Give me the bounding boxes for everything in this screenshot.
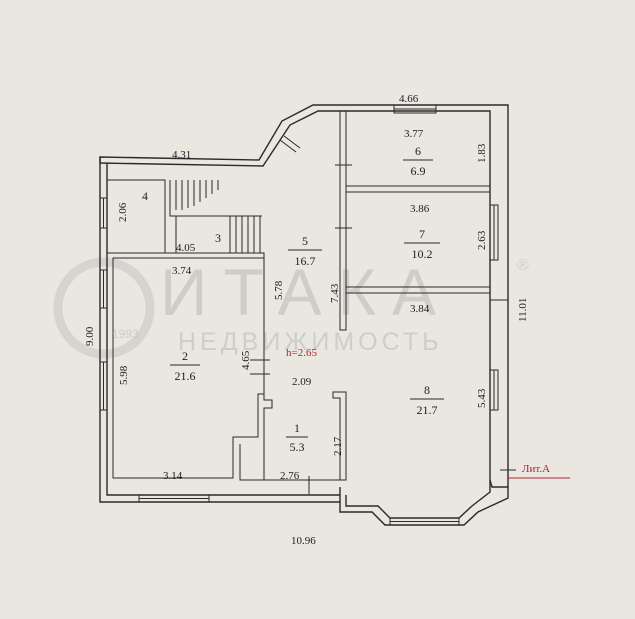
room-4-number: 4: [142, 189, 148, 203]
room-8-area: 21.7: [417, 403, 438, 417]
watermark: 1993 ИТАКА ® НЕДВИЖИМОСТЬ: [53, 255, 529, 359]
room-labels: 1 5.3 2 21.6 3 4 5 16.7 6 6.9 7 10.2 8 2…: [142, 144, 444, 454]
windows: [99, 104, 499, 526]
room-2-number: 2: [182, 349, 188, 363]
dim-right-total: 11.01: [517, 298, 529, 322]
dim-room8-width: 3.84: [410, 303, 430, 315]
dim-room5-height: 5.78: [273, 280, 285, 300]
dim-room2-width: 3.74: [172, 265, 192, 277]
dim-room4-height: 2.06: [117, 202, 129, 222]
room-2-area: 21.6: [175, 369, 196, 383]
dim-room2-height: 5.98: [118, 365, 130, 385]
dim-room5-side: 7.43: [329, 283, 341, 303]
room-7-area: 10.2: [412, 247, 433, 261]
dimension-labels: 4.66 4.31 3.77 1.83 3.86 2.63 3.84 5.43 …: [84, 93, 529, 547]
dim-room2-inner: 4.65: [240, 350, 252, 370]
room-3-number: 3: [215, 231, 221, 245]
ceiling-height-label: h=2.65: [286, 347, 317, 359]
watermark-subtitle: НЕДВИЖИМОСТЬ: [178, 328, 443, 356]
room-7-number: 7: [419, 227, 425, 241]
room-8-number: 8: [424, 383, 430, 397]
room-6-area: 6.9: [411, 164, 426, 178]
watermark-brand: ИТАКА: [160, 255, 452, 329]
dim-top-right: 4.66: [399, 93, 419, 105]
dim-room2-bottom: 3.14: [163, 470, 183, 482]
room-1-number: 1: [294, 421, 300, 435]
dim-room1-height: 2.17: [332, 436, 344, 456]
watermark-logo-icon: [53, 257, 155, 359]
dim-room7-width: 3.86: [410, 203, 430, 215]
room-5-number: 5: [302, 234, 308, 248]
door-marks: [250, 164, 516, 494]
liter-label: Лит.А: [522, 463, 550, 475]
dim-stair-width: 4.05: [176, 242, 196, 254]
stairs: [175, 180, 261, 253]
dim-bottom-total: 10.96: [291, 535, 316, 547]
dim-room1-bottom: 2.76: [280, 470, 300, 482]
dim-top-left: 4.31: [172, 149, 191, 161]
room-6-number: 6: [415, 144, 421, 158]
room-5-area: 16.7: [295, 254, 316, 268]
dim-room6-width: 3.77: [404, 128, 424, 140]
watermark-registered: ®: [517, 257, 529, 274]
room-1-area: 5.3: [290, 440, 305, 454]
dim-room1-width: 2.09: [292, 376, 312, 388]
interior-walls: [107, 111, 490, 481]
dim-left-total: 9.00: [84, 326, 96, 346]
watermark-year: 1993: [112, 327, 139, 341]
dim-room7-height: 2.63: [476, 230, 488, 250]
dim-room8-height: 5.43: [476, 388, 488, 408]
dim-room6-height: 1.83: [476, 143, 488, 163]
